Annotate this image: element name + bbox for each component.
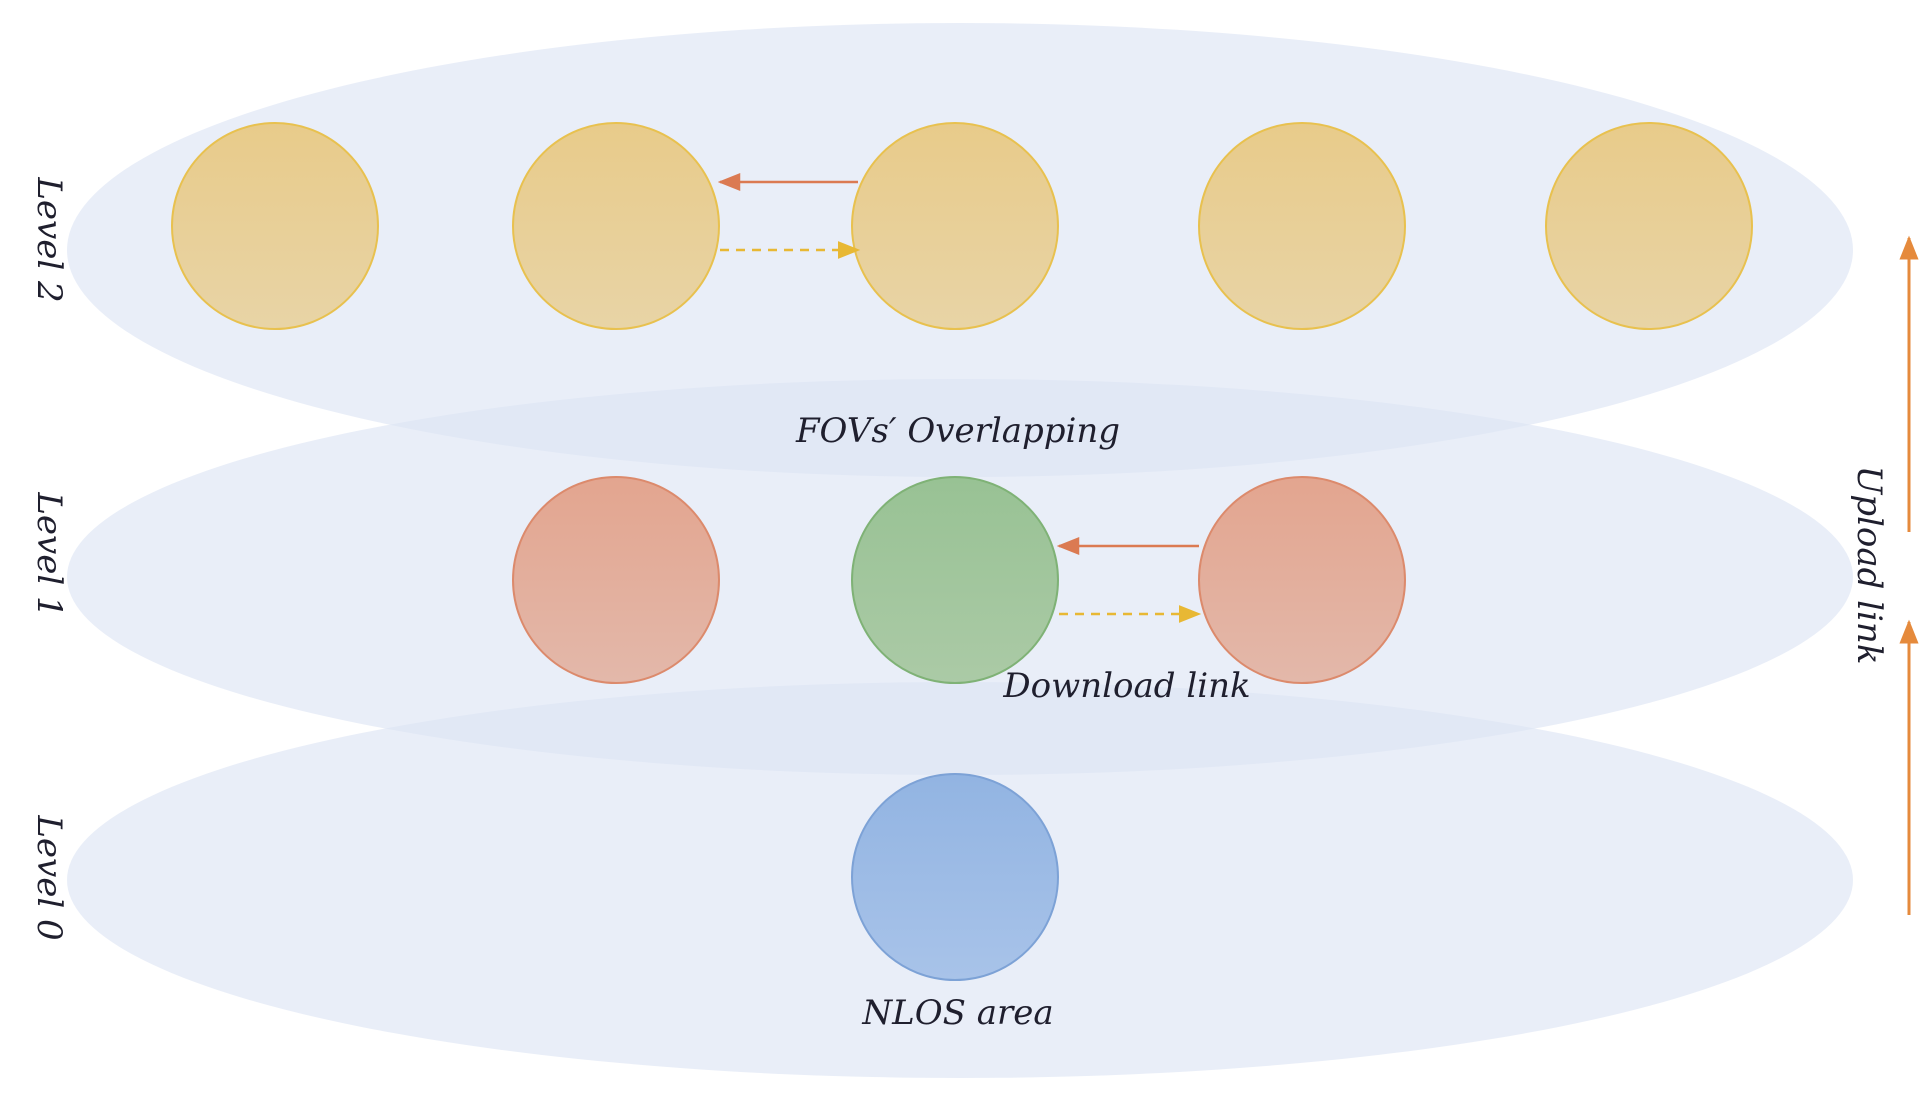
level-2-node-4 [1198,122,1406,330]
level-2-node-1 [171,122,379,330]
download-link-label: Download link [1002,666,1250,706]
level-0-label: Level 0 [29,814,69,940]
level-1-label: Level 1 [29,491,69,617]
level-2-node-5 [1545,122,1753,330]
fov-overlap-label: FOVs′ Overlapping [795,411,1120,451]
upload-link-label: Upload link [1849,466,1889,665]
level-2-node-2 [512,122,720,330]
level-2-label: Level 2 [29,176,69,302]
level-0-node [851,773,1059,981]
level-1-green-node [851,476,1059,684]
level-1-red-node-left [512,476,720,684]
level-1-red-node-right [1198,476,1406,684]
nlos-area-label: NLOS area [861,993,1053,1033]
level-2-node-3 [851,122,1059,330]
